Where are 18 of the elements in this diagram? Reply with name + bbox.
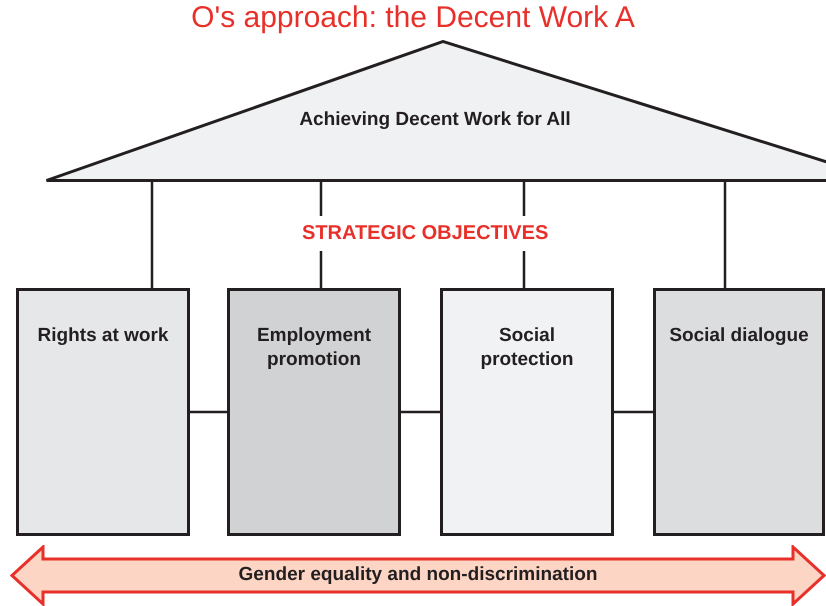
double-arrow-band (10, 545, 826, 606)
band-label: Gender equality and non-discrimination (238, 563, 598, 587)
connector-line (614, 410, 653, 414)
pillar-box (227, 288, 401, 536)
pillar-label: Social protection (480, 324, 574, 372)
roof-label: Achieving Decent Work for All (298, 108, 572, 132)
connector-line (150, 182, 154, 288)
pillar-label: Employment promotion (257, 324, 371, 372)
pillar-box (16, 288, 190, 536)
roof-triangle (45, 40, 826, 182)
connector-line (190, 410, 227, 414)
title: O's approach: the Decent Work A (190, 0, 636, 36)
pillar-box (653, 288, 825, 536)
pillar-label: Rights at work (36, 324, 170, 348)
connector-line (724, 182, 726, 288)
pillar-label: Social dialogue (668, 324, 810, 348)
pillar-box (440, 288, 614, 536)
connector-line (401, 410, 440, 414)
